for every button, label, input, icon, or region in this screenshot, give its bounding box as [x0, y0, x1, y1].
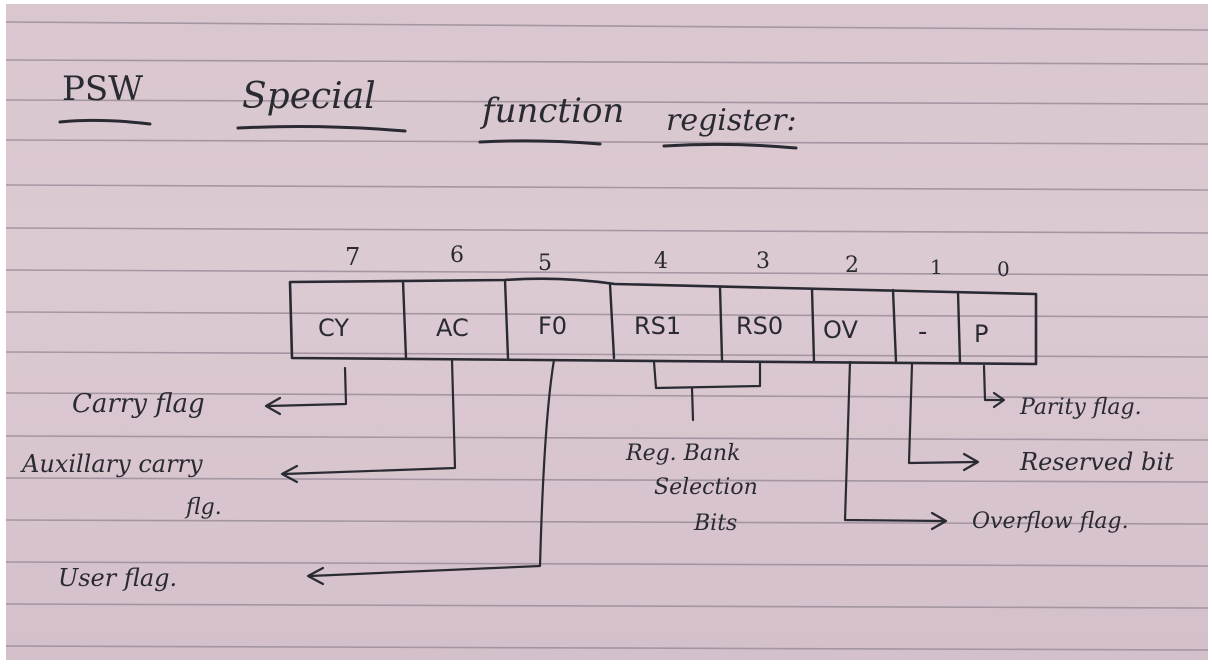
register-outline [288, 277, 1038, 366]
cell-label: RS0 [736, 312, 783, 340]
heading-special: Special [242, 76, 376, 117]
ruled-line [5, 99, 1209, 105]
ruled-line [5, 603, 1209, 609]
cell-divider [608, 282, 616, 360]
cell-label: AC [436, 314, 469, 342]
heading-register-underline [662, 142, 798, 150]
label-carry-flag: Carry flag [72, 389, 205, 419]
label-aux-carry-line2: flg. [184, 495, 222, 520]
reserved-arrow [907, 362, 978, 465]
carry-arrow [266, 366, 348, 408]
cell-label: OV [823, 316, 858, 344]
parity-arrowhead [992, 391, 1006, 409]
connectors [264, 358, 1006, 586]
bit-number: 5 [538, 251, 552, 276]
cell-divider [503, 278, 510, 360]
carry-arrowhead [264, 396, 282, 416]
cell-divider [401, 279, 408, 360]
cell-divider [956, 290, 962, 365]
bit-number: 0 [997, 257, 1010, 281]
notebook-paper [6, 4, 1208, 660]
ruled-line [5, 519, 1209, 525]
ruled-line [5, 269, 1209, 276]
label-overflow-flag: Overflow flag. [972, 509, 1129, 534]
heading-special-underline [236, 125, 407, 133]
aux-arrow [282, 358, 457, 476]
ruled-line [5, 561, 1209, 567]
cell-divider [891, 288, 898, 364]
overflow-arrowhead [930, 511, 948, 531]
cell-divider [810, 287, 816, 364]
ruled-line [5, 59, 1209, 65]
cell-label: - [918, 317, 927, 347]
label-reserved-bit: Reserved bit [1019, 448, 1174, 476]
heading: PSW Special function register: [58, 69, 798, 150]
heading-psw: PSW [62, 69, 143, 109]
label-user-flag: User flag. [58, 564, 177, 592]
bank-stem [690, 386, 695, 422]
bit-number: 2 [845, 253, 859, 278]
cell-label: F0 [538, 312, 567, 340]
ruled-line [5, 311, 1209, 318]
register-box: CY AC F0 RS1 RS0 OV - P [288, 277, 1038, 366]
cell-divider [718, 285, 724, 362]
user-arrow [308, 358, 556, 578]
parity-arrow [982, 364, 1004, 402]
user-arrowhead [306, 566, 325, 586]
bit-number: 4 [654, 249, 668, 274]
ruled-line [5, 184, 1209, 191]
ruled-line [5, 351, 1209, 358]
ruled-line [5, 139, 1209, 145]
ruled-line [5, 477, 1209, 483]
heading-register: register: [666, 103, 797, 138]
overflow-arrow [843, 360, 946, 523]
label-aux-carry-line1: Auxillary carry [20, 450, 203, 478]
cell-label: CY [318, 314, 349, 342]
bit-numbers: 7 6 5 4 3 2 1 0 [345, 243, 1010, 281]
cell-label: P [974, 320, 988, 348]
ruled-line [5, 392, 1209, 399]
aux-arrowhead [280, 464, 299, 484]
bit-number: 1 [930, 255, 943, 279]
bank-bracket [652, 360, 762, 390]
ruled-line [5, 645, 1209, 651]
heading-function: function [479, 91, 624, 131]
ruled-line [5, 435, 1209, 441]
heading-function-underline [478, 139, 602, 146]
annotations: Carry flag Auxillary carry flg. User fla… [20, 389, 1174, 592]
label-bank-line1: Reg. Bank [625, 441, 740, 466]
bit-number: 7 [345, 243, 360, 271]
ruled-lines [5, 21, 1209, 651]
bit-number: 6 [450, 243, 464, 268]
ruled-line [5, 227, 1209, 234]
label-bank-line2: Selection [654, 475, 758, 500]
ruled-line [5, 21, 1209, 31]
bit-number: 3 [756, 249, 770, 274]
heading-psw-underline [58, 118, 152, 126]
label-parity-flag: Parity flag. [1019, 395, 1142, 420]
reserved-arrowhead [962, 452, 980, 472]
cell-label: RS1 [634, 312, 681, 340]
label-bank-line3: Bits [693, 511, 737, 536]
